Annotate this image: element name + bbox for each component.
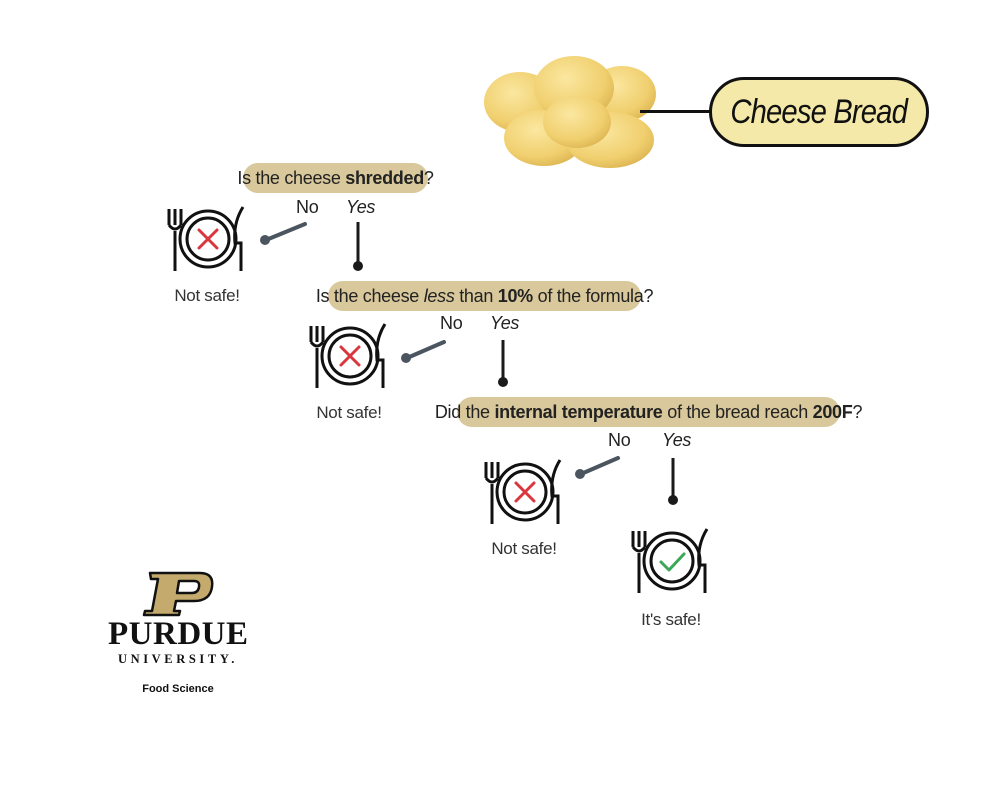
q1-yes-connector — [353, 222, 363, 271]
q3-no-label: No — [608, 430, 631, 450]
title-connector-line — [640, 110, 710, 113]
title-pill: Cheese Bread — [709, 77, 929, 147]
q3-yes-label: Yes — [662, 430, 692, 450]
q1-no-label: No — [296, 197, 319, 217]
plate-cross-icon — [167, 206, 245, 271]
question-2: Is the cheese less than 10% of the formu… — [316, 281, 653, 311]
question-3: Did the internal temperature of the brea… — [435, 397, 862, 427]
q3-yes-connector — [668, 458, 678, 505]
outcome-safe: It's safe! — [641, 610, 701, 629]
plate-cross-icon — [484, 459, 562, 524]
diagram-title: Cheese Bread — [730, 92, 908, 131]
question-1: Is the cheese shredded? — [237, 163, 434, 193]
purdue-wordmark: PURDUE — [108, 616, 249, 652]
purdue-p-icon — [142, 571, 214, 617]
department-label: Food Science — [142, 683, 214, 695]
q2-no-connector — [401, 340, 446, 363]
plate-cross-icon — [309, 323, 387, 388]
q3-no-connector — [575, 456, 620, 479]
plate-check-icon — [631, 528, 709, 593]
q1-yes-label: Yes — [346, 197, 376, 217]
university-label: UNIVERSITY. — [117, 652, 239, 666]
outcome-not-safe-2: Not safe! — [316, 403, 382, 422]
q2-no-label: No — [440, 313, 463, 333]
q2-yes-connector — [498, 340, 508, 387]
cheese-bread-icon — [484, 56, 656, 168]
outcome-not-safe-3: Not safe! — [491, 539, 557, 558]
q1-no-connector — [260, 222, 307, 245]
q2-yes-label: Yes — [490, 313, 520, 333]
outcome-not-safe-1: Not safe! — [174, 286, 240, 305]
